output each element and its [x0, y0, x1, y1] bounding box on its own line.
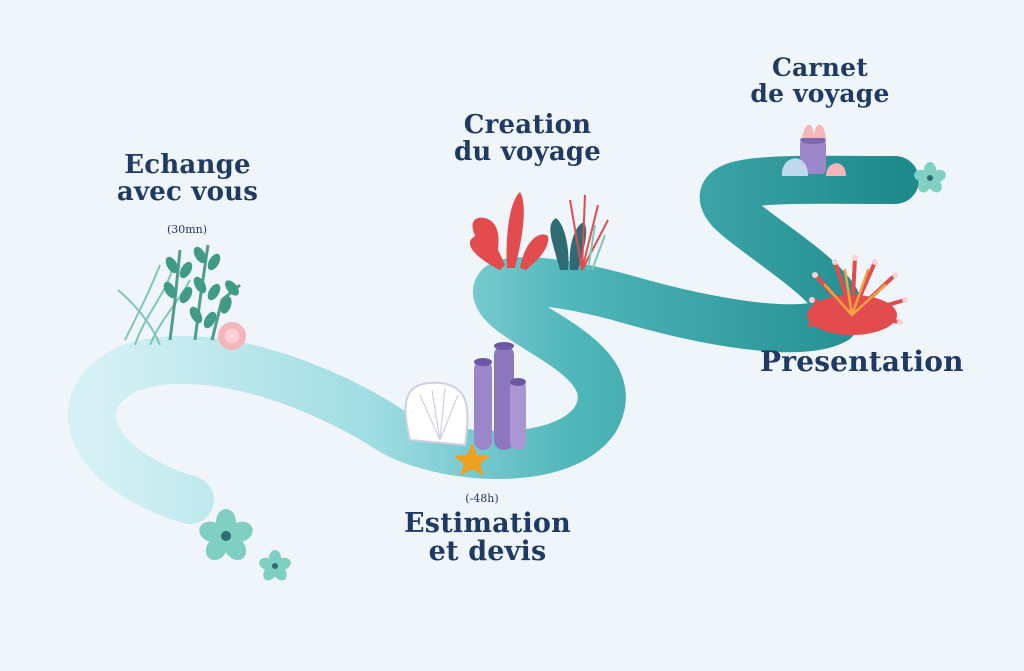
step-line: avec vous [116, 176, 259, 207]
step-line: Carnet [771, 53, 869, 82]
step-line: Creation [463, 110, 592, 140]
step-line: Estimation [404, 508, 571, 539]
step-line: Echange [124, 150, 251, 180]
step-line: et devis [428, 535, 547, 567]
step-note-estimation: (-48h) [465, 492, 499, 505]
coral-sponge-icon [404, 342, 526, 476]
anemone-icon [807, 255, 908, 335]
step-line: de voyage [750, 78, 890, 108]
seaweed-icon [117, 244, 246, 350]
journey-path [67, 155, 919, 524]
step-label-presentation: Presentation [760, 345, 964, 378]
step-label-carnet: Carnet de voyage [745, 55, 895, 106]
shells-icon [781, 124, 846, 176]
step-note-echange: (30mn) [166, 223, 208, 236]
step-label-creation: Creation du voyage [440, 112, 615, 165]
step-label-echange: Echange avec vous [100, 152, 275, 205]
red-coral-icon [469, 192, 609, 271]
step-label-estimation: Estimation et devis [400, 510, 575, 565]
flower-icon [199, 162, 946, 581]
step-line: Presentation [760, 345, 964, 378]
step-line: du voyage [453, 136, 602, 167]
